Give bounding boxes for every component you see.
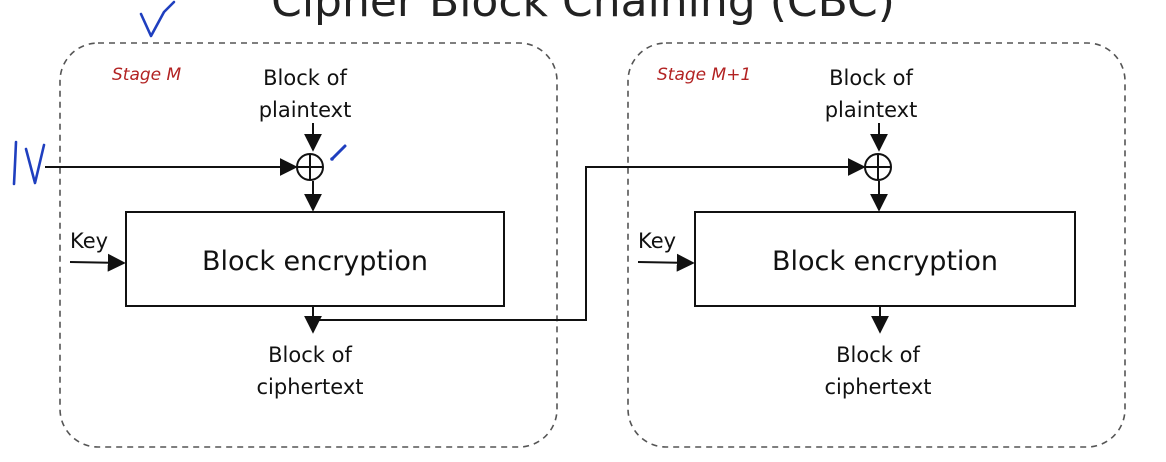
- stage-m1-encryption-box: [694, 211, 1076, 307]
- svg-text:IV: IV: [0, 0, 1, 1]
- stage-m-label: Stage M: [112, 65, 182, 85]
- stage-m-encryption-box: [125, 211, 505, 307]
- stage-m1-ciphertext-line2: ciphertext: [824, 375, 931, 399]
- stage-m1-key-label: Key: [638, 229, 676, 253]
- xor-icon: [296, 153, 324, 181]
- stage-m-plaintext-line2: plaintext: [259, 98, 352, 122]
- stage-m1-ciphertext-line1: Block of: [836, 343, 920, 367]
- check-mark-icon: [139, 0, 176, 38]
- stage-m1-encryption-label: Block encryption: [772, 246, 998, 277]
- stage-m1-label: Stage M+1: [657, 65, 751, 85]
- pen-cursor-icon: [330, 144, 347, 161]
- stage-m-container: [59, 42, 558, 448]
- stage-m-key-label: Key: [70, 229, 108, 253]
- stage-m1-plaintext-line2: plaintext: [825, 98, 918, 122]
- stage-m1-plaintext-line1: Block of: [829, 66, 913, 90]
- chain-connector: [313, 158, 866, 321]
- stage-m-key-arrow: [69, 253, 126, 272]
- iv-handwritten-icon: IV: [0, 0, 46, 186]
- stage-m-plaintext-line1: Block of: [263, 66, 347, 90]
- page-title: Cipher Block Chaining (CBC): [271, 0, 895, 27]
- stage-m1-container: [627, 42, 1126, 448]
- stage-m-encryption-label: Block encryption: [202, 246, 428, 277]
- stage-m-ciphertext-line1: Block of: [268, 343, 352, 367]
- xor-icon: [864, 153, 892, 181]
- stage-m1-key-arrow: [637, 253, 695, 272]
- stage-m-ciphertext-line2: ciphertext: [256, 375, 363, 399]
